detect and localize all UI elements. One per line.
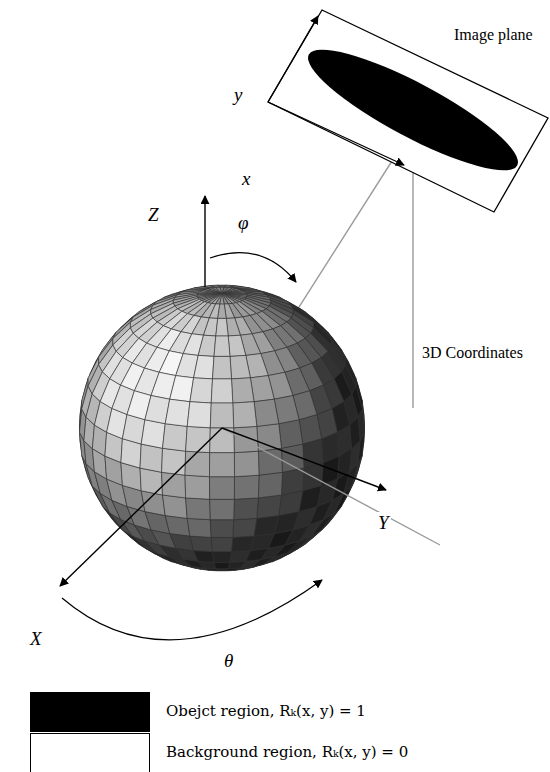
sphere-facet xyxy=(210,477,235,500)
sphere-facet xyxy=(163,495,188,518)
sphere-facet xyxy=(170,376,194,402)
legend-text: Background region, Rₖ(x, y) = 0 xyxy=(166,743,408,761)
sphere-facet xyxy=(222,294,236,304)
image-plane xyxy=(268,10,548,212)
sphere-facet xyxy=(258,448,282,475)
sphere-facet xyxy=(220,294,224,305)
y-axis xyxy=(222,428,386,490)
sphere-facet xyxy=(234,498,259,520)
x-axis xyxy=(60,428,222,586)
sphere-facet xyxy=(282,468,305,495)
sphere-facet xyxy=(194,551,214,563)
sphere-facet xyxy=(186,498,211,520)
angle-label: φ xyxy=(236,212,251,234)
sphere-facet xyxy=(214,562,230,568)
axis-label: y xyxy=(232,84,244,106)
sphere-facet xyxy=(232,536,255,552)
sphere-facet xyxy=(186,426,211,452)
z-axis xyxy=(204,196,205,287)
axis-label: Z xyxy=(146,204,161,226)
sphere-facet xyxy=(234,426,259,452)
sphere-facet xyxy=(230,551,250,563)
sphere-facet xyxy=(187,518,211,537)
legend-text: Obejct region, Rₖ(x, y) = 1 xyxy=(166,702,366,720)
sphere-facet xyxy=(163,424,188,452)
coordinates-title: 3D Coordinates xyxy=(420,344,525,362)
sphere-facet xyxy=(250,376,274,402)
sphere-facet xyxy=(254,399,279,426)
sphere-facet xyxy=(190,536,213,552)
sphere-facet xyxy=(141,420,165,449)
sphere-facet xyxy=(165,399,190,426)
sphere-facet xyxy=(210,453,235,477)
image-y-axis xyxy=(268,16,318,102)
sphere-facet xyxy=(230,355,250,379)
sphere-facet xyxy=(214,336,230,356)
sphere-facet xyxy=(216,569,228,571)
object-silhouette xyxy=(296,31,530,189)
image-x-axis xyxy=(268,102,404,165)
sphere-facet xyxy=(218,304,227,318)
sphere-facet xyxy=(232,378,255,403)
axis-label: X xyxy=(28,628,44,650)
sphere-facet xyxy=(140,444,163,472)
sphere-facet xyxy=(190,378,213,403)
sphere-facet xyxy=(254,516,279,537)
sphere-facet xyxy=(140,468,163,495)
sphere-facet xyxy=(233,518,257,537)
sphere-facet xyxy=(198,335,216,356)
sphere-facet xyxy=(208,294,222,304)
legend-swatch xyxy=(30,733,150,772)
theta-arc xyxy=(62,580,322,640)
sphere-facet xyxy=(279,420,303,449)
sphere-facet xyxy=(233,402,257,428)
sphere-facet xyxy=(257,495,282,518)
sphere-facet xyxy=(162,448,186,475)
legend-swatch xyxy=(30,692,150,732)
sphere-facet xyxy=(185,451,210,477)
sphere-facet xyxy=(213,552,232,563)
sphere-facet xyxy=(210,499,235,519)
sphere-facet xyxy=(165,516,190,537)
sphere-facet xyxy=(228,335,246,356)
angle-label: θ xyxy=(222,650,235,672)
sphere-facet xyxy=(211,379,233,403)
sphere-facet xyxy=(213,356,232,379)
sphere-facet xyxy=(258,472,282,498)
axis-label: Y xyxy=(376,512,391,534)
sphere-facet xyxy=(257,424,282,452)
sphere-facet xyxy=(187,402,211,428)
sphere-facet xyxy=(226,318,240,336)
sphere-facet xyxy=(234,475,259,499)
sphere-facet xyxy=(185,475,210,499)
sphere-facet xyxy=(210,520,233,538)
view-line xyxy=(222,128,413,428)
sphere-facet xyxy=(234,451,259,477)
view-line-extension xyxy=(222,428,440,545)
sphere-facet xyxy=(204,318,218,336)
sphere-facet xyxy=(216,318,228,336)
axis-label: x xyxy=(240,168,252,190)
sphere-facet xyxy=(194,355,214,379)
phi-arc xyxy=(210,253,296,282)
plane-title: Image plane xyxy=(452,26,535,44)
sphere-facet xyxy=(211,537,233,551)
sphere-facet xyxy=(210,403,233,428)
